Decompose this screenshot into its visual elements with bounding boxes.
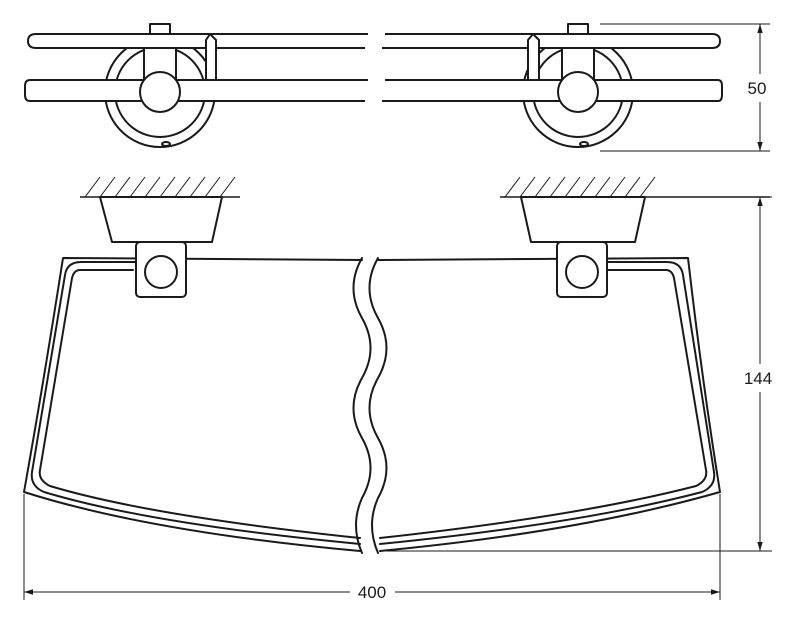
- wall-hatch-right: [500, 176, 770, 198]
- front-view: 144 400: [23, 176, 772, 602]
- dimension-label-50: 50: [748, 79, 767, 98]
- left-bracket-top: [139, 23, 217, 113]
- dimension-label-144: 144: [744, 369, 772, 388]
- dimension-label-400: 400: [358, 583, 386, 602]
- dimension-height-top: 50: [600, 23, 770, 152]
- top-view: 50: [24, 23, 770, 152]
- glass-shelf-right: [382, 79, 723, 102]
- wall-hatch-left: [80, 176, 240, 198]
- right-bracket-top: [527, 23, 599, 113]
- break-line-left: [352, 257, 372, 554]
- top-rail-right: [382, 33, 721, 49]
- dimension-width: 400: [23, 494, 721, 602]
- top-rail-left: [27, 33, 368, 49]
- dimension-height-main: 144: [386, 196, 772, 552]
- shelf-front-right: [377, 257, 721, 552]
- left-wall-mount: [99, 196, 223, 298]
- shelf-front-left: [23, 257, 363, 552]
- glass-shelf-left: [24, 79, 368, 102]
- right-wall-mount: [520, 196, 646, 298]
- break-line-right: [368, 257, 388, 554]
